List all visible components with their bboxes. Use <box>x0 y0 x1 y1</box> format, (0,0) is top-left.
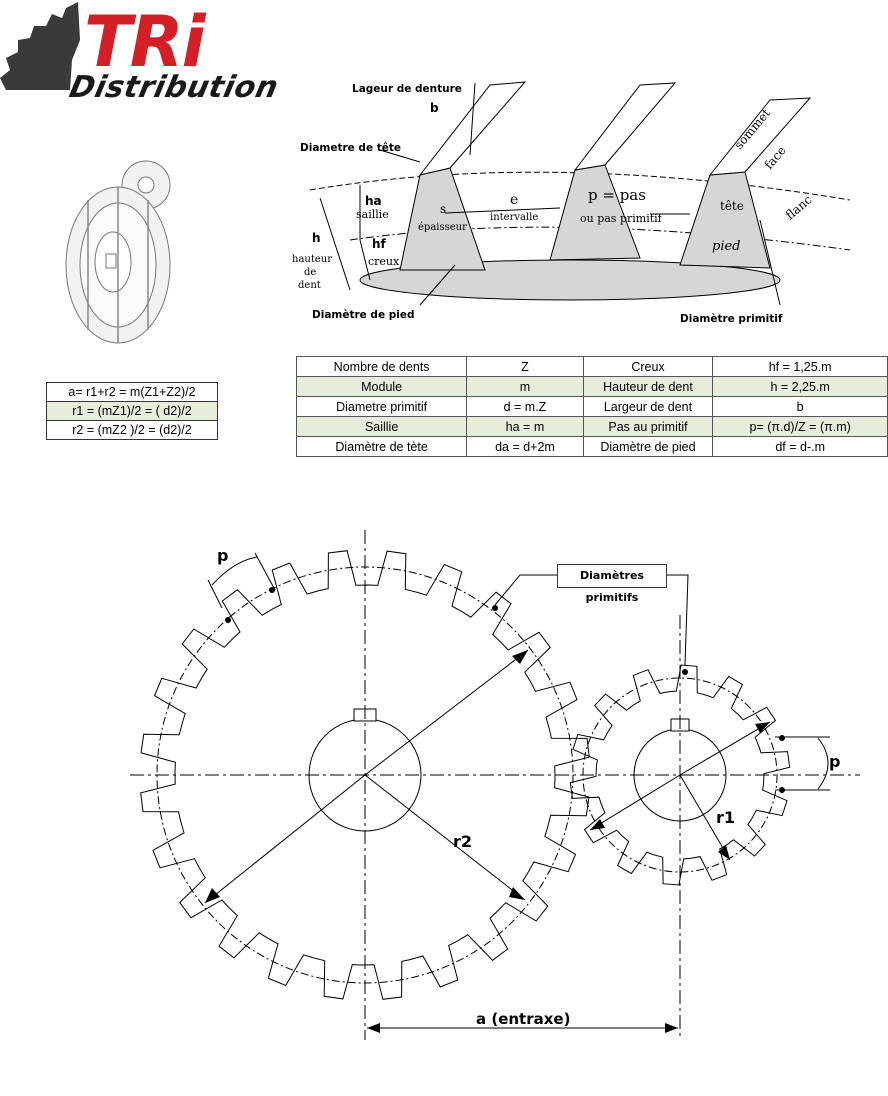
logo-brand-text: TRi <box>84 4 207 74</box>
label-hf: hf <box>372 237 387 251</box>
label-lageur: Lageur de denture <box>352 83 462 95</box>
formula-row: r2 = (mZ2 )/2 = (d2)/2 <box>46 420 218 440</box>
formula-row: r1 = (mZ1)/2 = ( d2)/2 <box>46 401 218 421</box>
label-p-small: p <box>829 752 841 771</box>
label-de: de <box>304 267 316 278</box>
big-gear-teeth <box>140 550 590 1000</box>
small-gear-teeth <box>569 664 791 886</box>
label-diametre-primitif: Diamètre primitif <box>680 313 783 325</box>
label-diametre-tete: Diametre de tête <box>300 142 401 154</box>
label-b: b <box>430 101 439 115</box>
callout-diametres-primitifs: Diamètres primitifs <box>557 564 667 604</box>
label-dent: dent <box>298 280 321 291</box>
label-p-pas: p = pas <box>588 186 646 204</box>
spec-cell: ha = m <box>466 416 584 437</box>
logo-brand: TRi <box>84 4 209 74</box>
label-pas-primitif: ou pas primitif <box>580 212 663 225</box>
gear-illustration <box>65 160 171 344</box>
spec-cell: Diametre primitif <box>295 396 468 417</box>
label-intervalle: intervalle <box>490 212 538 223</box>
spec-cell: df = d-.m <box>712 436 888 457</box>
label-creux: creux <box>368 255 400 268</box>
label-r1: r1 <box>716 808 736 827</box>
spec-cell: da = d+2m <box>466 436 584 457</box>
label-e: e <box>510 192 518 208</box>
label-s: s <box>440 202 446 216</box>
label-p-large: p <box>217 546 229 565</box>
formula-cell: r1 = (mZ1)/2 = ( d2)/2 <box>46 401 218 421</box>
label-entraxe: a (entraxe) <box>476 1010 571 1028</box>
label-pied: pied <box>712 239 741 254</box>
formula-cell: r2 = (mZ2 )/2 = (d2)/2 <box>46 420 218 440</box>
label-ha: ha <box>365 194 382 208</box>
spec-cell: h = 2,25.m <box>712 376 888 397</box>
label-hauteur: hauteur <box>292 254 332 265</box>
label-epaisseur: épaisseur <box>418 222 467 233</box>
label-diametre-pied: Diamètre de pied <box>312 309 414 321</box>
label-saillie: saillie <box>356 208 389 221</box>
spec-cell: Pas au primitif <box>582 416 714 437</box>
spec-cell: Saillie <box>295 416 468 437</box>
label-h: h <box>312 231 321 245</box>
label-r2: r2 <box>453 832 473 851</box>
spec-cell: Hauteur de dent <box>582 376 714 397</box>
label-tete: tête <box>720 199 744 213</box>
spec-cell: Diamètre de tète <box>295 436 468 457</box>
spec-cell: m <box>466 376 584 397</box>
tooth-nomenclature-diagram: Lageur de denture b Diametre de tête ha … <box>292 81 850 325</box>
spec-cell: Diamètre de pied <box>582 436 714 457</box>
logo-gear-icon <box>0 2 80 90</box>
spec-cell: Z <box>466 356 584 377</box>
